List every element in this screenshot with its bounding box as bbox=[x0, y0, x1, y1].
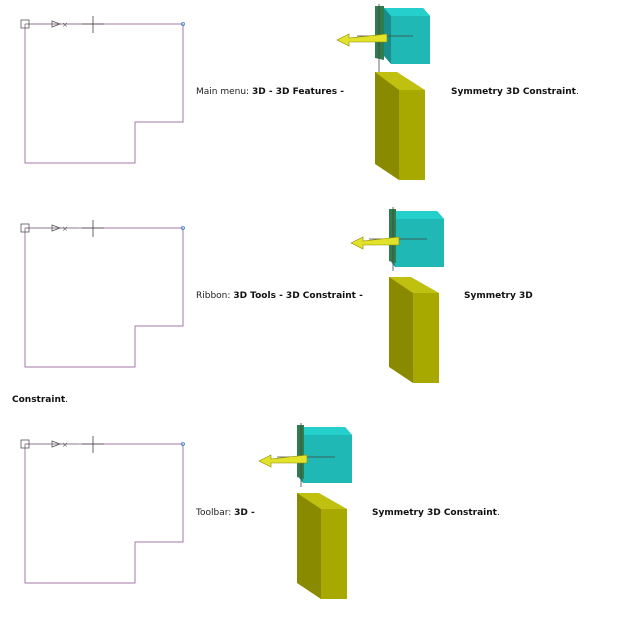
menu-label: Ribbon: bbox=[196, 291, 231, 301]
ucs-origin-icon bbox=[20, 223, 30, 233]
menu-path: 3D Tools - 3D Constraint - bbox=[233, 291, 363, 301]
command-name-2: Symmetry 3D bbox=[464, 291, 533, 301]
command-name-2-wrap: Constraint. bbox=[12, 395, 69, 405]
menu-path: 3D - bbox=[234, 508, 255, 518]
svg-text:×: × bbox=[62, 225, 68, 233]
command-name-3: Symmetry 3D Constraint. bbox=[372, 508, 500, 518]
sketch-profile-2: × bbox=[20, 220, 185, 368]
direction-arrow-3d-icon bbox=[350, 236, 400, 250]
sketch-profile-3: × bbox=[20, 436, 185, 584]
menu-label: Main menu: bbox=[196, 87, 250, 97]
sentence-period: . bbox=[65, 395, 69, 405]
model-3d-2 bbox=[350, 207, 444, 383]
sentence-period: . bbox=[496, 508, 500, 518]
menu-path-text-2: Ribbon: 3D Tools - 3D Constraint - bbox=[196, 290, 363, 302]
menu-path-text-3: Toolbar: 3D - bbox=[196, 507, 255, 519]
command-name-1: Symmetry 3D Constraint. bbox=[451, 87, 579, 97]
direction-arrow-icon bbox=[51, 20, 62, 28]
direction-arrow-icon bbox=[51, 224, 62, 232]
direction-arrow-icon bbox=[51, 440, 62, 448]
direction-arrow-3d-icon bbox=[336, 33, 388, 47]
ucs-origin-icon bbox=[20, 19, 30, 29]
menu-path: 3D - 3D Features - bbox=[251, 87, 345, 97]
model-3d-3 bbox=[258, 423, 352, 599]
svg-text:×: × bbox=[62, 441, 68, 449]
direction-arrow-3d-icon bbox=[258, 454, 308, 468]
sketch-profile-1: × bbox=[20, 16, 185, 164]
ucs-origin-icon bbox=[20, 439, 30, 449]
menu-path-text-1: Main menu: 3D - 3D Features - bbox=[196, 86, 344, 98]
svg-text:×: × bbox=[62, 21, 68, 29]
model-3d-1 bbox=[336, 4, 430, 180]
menu-label: Toolbar: bbox=[196, 508, 232, 518]
sentence-period: . bbox=[575, 87, 579, 97]
